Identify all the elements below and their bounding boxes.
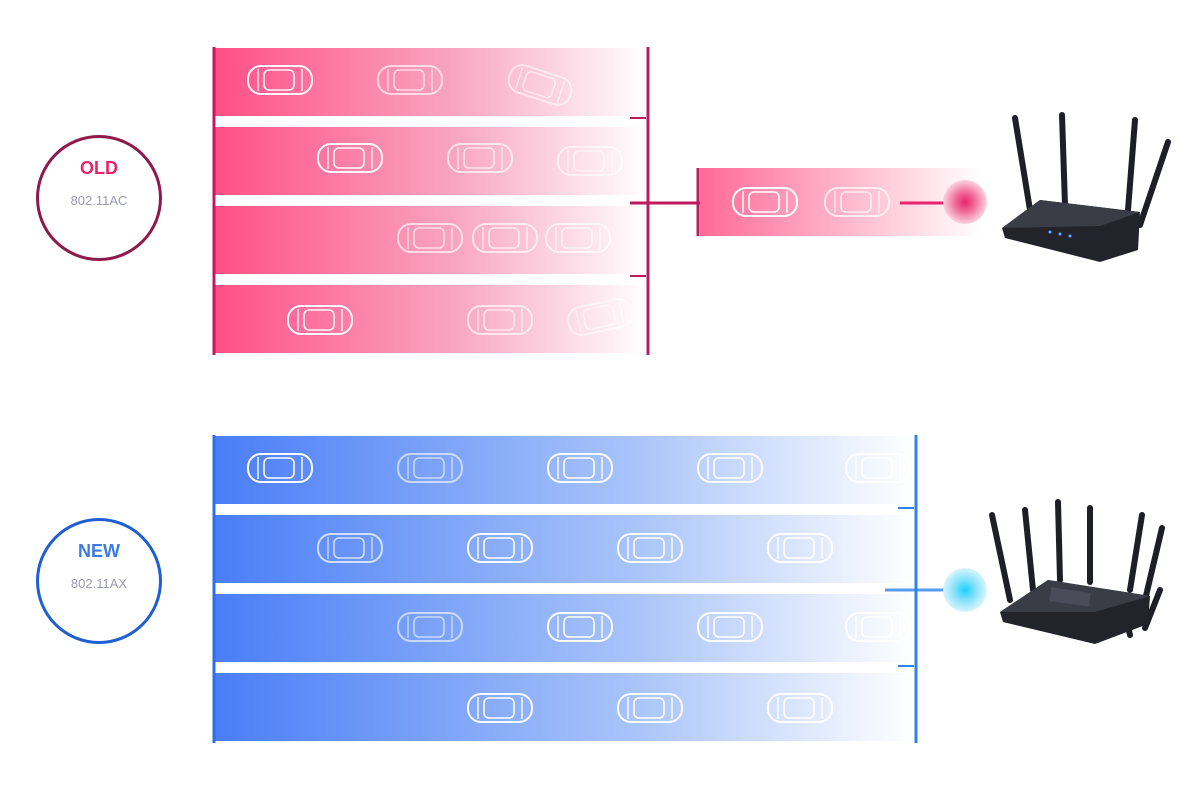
old-label: OLD	[80, 158, 118, 178]
router-icon	[1002, 112, 1171, 262]
new-lane	[215, 594, 915, 662]
old-lane	[215, 48, 647, 116]
old-lane	[215, 285, 647, 353]
new-lane	[215, 436, 915, 504]
new-label: NEW	[78, 541, 120, 561]
old-standard-badge: OLD 802.11AC	[36, 135, 162, 261]
signal-dot-icon	[943, 568, 987, 612]
new-lane	[215, 673, 915, 741]
old-lane	[215, 206, 647, 274]
new-standard-badge: NEW 802.11AX	[36, 518, 162, 644]
new-road	[212, 435, 987, 743]
new-standard-label: 802.11AX	[70, 576, 128, 591]
new-lane	[215, 515, 915, 583]
signal-dot-icon	[943, 180, 987, 224]
router-icon	[989, 499, 1165, 644]
old-road	[212, 47, 987, 355]
old-lane	[215, 127, 647, 195]
old-standard-label: 802.11AC	[70, 193, 128, 208]
